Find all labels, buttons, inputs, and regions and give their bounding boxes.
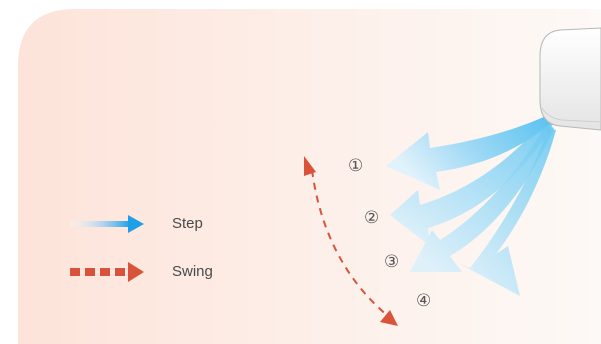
air-conditioner-icon: [540, 28, 601, 130]
legend-swing-label: Swing: [172, 263, 213, 280]
legend-step-label: Step: [172, 215, 203, 232]
position-label-3: ③: [384, 252, 399, 272]
position-label-1: ①: [348, 156, 363, 176]
position-label-2: ②: [364, 208, 379, 228]
position-label-4: ④: [416, 291, 431, 311]
